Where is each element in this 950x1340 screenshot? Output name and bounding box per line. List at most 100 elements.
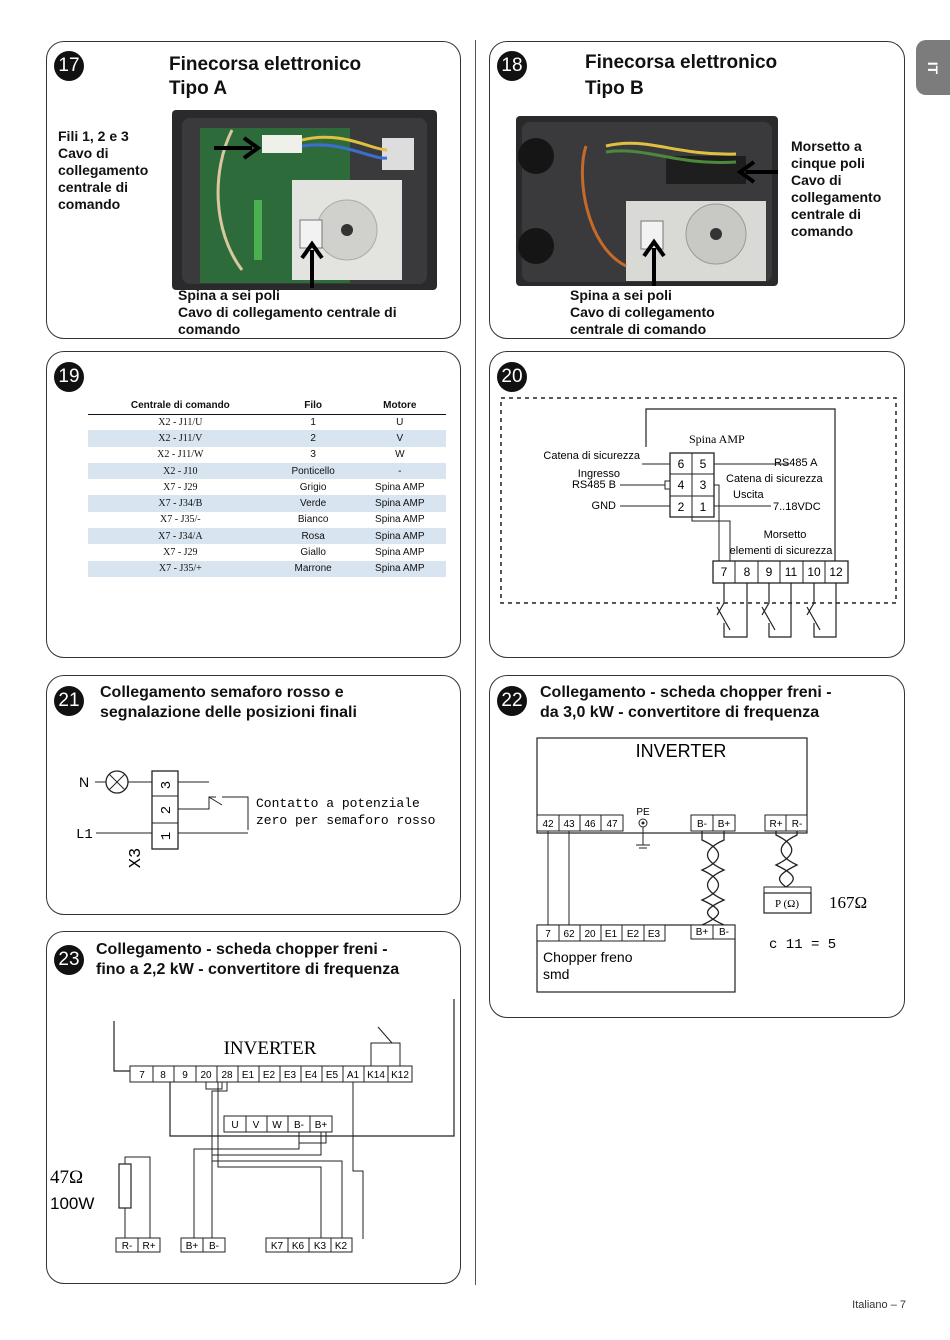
uscita-label: Uscita	[733, 489, 764, 501]
panel-21	[46, 675, 461, 915]
resistor-icon	[118, 1163, 132, 1209]
catena-right-label: Catena di sicurezza	[726, 473, 823, 485]
top-terminal: 7	[139, 1070, 145, 1081]
photo-arrows-b	[642, 160, 778, 286]
relay-terminal: K3	[314, 1241, 327, 1252]
arrow-left-icon	[736, 160, 778, 184]
top-terminal: E4	[305, 1070, 318, 1081]
watt-label: 100W	[50, 1194, 94, 1213]
n-label: N	[79, 774, 89, 790]
rs485b-label: RS485 B	[572, 479, 616, 491]
panel-23-title-line2: fino a 2,2 kW - convertitore di frequenz…	[96, 961, 400, 978]
arrow-right-icon	[214, 136, 262, 160]
panel-17-side-caption: Fili 1, 2 e 3 Cavo di collegamento centr…	[58, 128, 149, 212]
x3-terminal-block	[151, 770, 179, 850]
chopper-3kw-diagram: INVERTER 42 43 46 47 PE B- B+ R+ R- P (Ω…	[536, 737, 867, 993]
inverter-terminal: 46	[584, 819, 596, 830]
top-terminal: K12	[391, 1070, 409, 1081]
twisted-pair-bus	[700, 831, 726, 926]
catena-left-label: Catena di sicurezza	[543, 450, 640, 462]
panel-21-title-line1: Collegamento semaforo rosso e	[100, 684, 344, 701]
ohm-label: 47Ω	[50, 1167, 83, 1188]
pin-label: 3	[700, 478, 707, 492]
bus-terminal: B+	[186, 1241, 199, 1252]
inverter-label: INVERTER	[224, 1038, 317, 1059]
photo-arrows	[214, 136, 324, 288]
pin-label: 4	[678, 478, 685, 492]
resistor-terminal: R-	[122, 1241, 133, 1252]
dashed-boundary	[500, 397, 897, 604]
bus-terminal: B+	[718, 819, 731, 830]
column-header: Motore	[353, 398, 446, 415]
chopper-bus-terminal: B-	[719, 927, 729, 938]
table-header-row: Centrale di comando Filo Motore	[88, 398, 446, 415]
panel-19-number: 19	[54, 362, 84, 392]
l1-label: L1	[76, 827, 93, 843]
chopper-terminal: 62	[563, 929, 575, 940]
terminal-label: 8	[744, 565, 751, 579]
top-terminal: A1	[347, 1070, 360, 1081]
limit-switch-type-a-photo	[172, 110, 437, 290]
gnd-label: GND	[592, 500, 617, 512]
parameter-label: c 11 = 5	[769, 937, 836, 953]
limit-switch-type-b-photo	[516, 116, 778, 286]
amp-plug-diagram: Spina AMP 6 5 4 3 2 1 Catena di sicurezz…	[500, 397, 897, 638]
elementi-label: elementi di sicurezza	[730, 545, 834, 557]
inverter-terminal: 42	[542, 819, 554, 830]
bus-terminal: B-	[697, 819, 707, 830]
pin-label: 1	[700, 500, 707, 514]
top-terminal: 9	[182, 1070, 188, 1081]
relay-terminal: K7	[271, 1241, 284, 1252]
language-tab[interactable]: IT	[916, 40, 950, 95]
vdc-label: 7..18VDC	[773, 501, 821, 513]
mid-terminal: U	[231, 1120, 238, 1131]
resistor-terminal: R-	[792, 819, 803, 830]
lamp-icon	[105, 770, 129, 794]
pe-label: PE	[636, 807, 650, 818]
top-terminal: E2	[263, 1070, 276, 1081]
wiring-table: Centrale di comando Filo Motore X2 - J11…	[88, 398, 446, 577]
top-terminal: 8	[160, 1070, 166, 1081]
top-terminal-strip: 7 8 9 20 28 E1 E2 E3 E4 E5 A1 K14 K12	[129, 1065, 413, 1083]
chopper-terminal: E2	[627, 929, 640, 940]
terminal-label: 7	[721, 565, 728, 579]
terminal-label: 10	[807, 565, 821, 579]
mid-terminal: B-	[294, 1120, 304, 1131]
mid-terminal-strip: U V W B- B+	[223, 1115, 333, 1133]
panel-18-side-caption: Morsetto a cinque poli Cavo di collegame…	[791, 138, 882, 239]
terminal-label: 11	[785, 565, 798, 579]
panel-23-number: 23	[54, 945, 84, 975]
panel-17-title-line2: Tipo A	[169, 78, 228, 99]
chopper-terminal: E3	[648, 929, 661, 940]
chopper-terminal: 20	[584, 929, 596, 940]
panel-18-title-line2: Tipo B	[585, 78, 644, 99]
pin-block: 6 5 4 3 2 1	[669, 452, 715, 518]
column-divider	[475, 40, 476, 1285]
spina-amp-label: Spina AMP	[689, 432, 745, 446]
top-terminal: 20	[200, 1070, 212, 1081]
chopper-label-line2: smd	[543, 966, 569, 982]
relay-terminal: K2	[335, 1241, 348, 1252]
panel-22-number: 22	[497, 686, 527, 716]
morsetto-label: Morsetto	[764, 529, 807, 541]
arrow-up-icon	[300, 240, 324, 288]
panel-17-title-line1: Finecorsa elettronico	[169, 54, 362, 75]
chopper-bus-terminal: B+	[696, 927, 709, 938]
top-terminal: E5	[326, 1070, 339, 1081]
x3-terminal: 3	[159, 781, 175, 789]
contact-label-line2: zero per semaforo rosso	[256, 813, 435, 828]
ingresso-label: Ingresso	[578, 468, 620, 480]
x3-label: X3	[127, 848, 146, 868]
ohm-label: 167Ω	[829, 893, 867, 912]
mid-terminal: B+	[315, 1120, 328, 1131]
terminal-label: 12	[829, 565, 843, 579]
panel-18-bottom-caption: Spina a sei poli Cavo di collegamento ce…	[570, 287, 715, 337]
bottom-terminals: R- R+ B+ B- K7 K6 K3 K2	[115, 1237, 353, 1253]
inverter-terminal: 43	[563, 819, 575, 830]
panel-21-number: 21	[54, 686, 84, 716]
